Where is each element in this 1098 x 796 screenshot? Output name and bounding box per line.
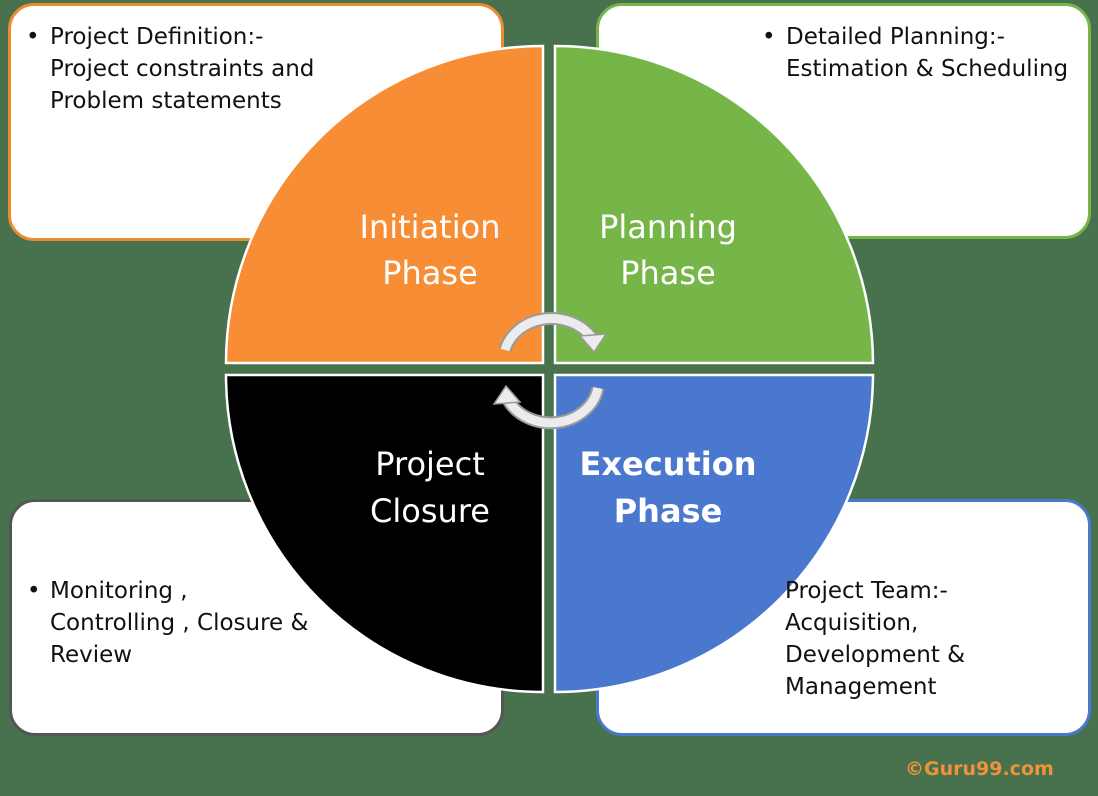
initiation-phase-line1: Initiation xyxy=(360,208,501,246)
closure-phase-line1: Project xyxy=(375,445,484,483)
execution-quadrant xyxy=(553,373,875,694)
planning-quadrant xyxy=(553,44,875,365)
planning-detail-text: Detailed Planning:- Estimation & Schedul… xyxy=(786,24,1069,82)
closure-detail-text: Monitoring , Controlling , Closure & Rev… xyxy=(50,578,309,668)
initiation-detail-text: Project Definition:- Project constraints… xyxy=(50,24,315,114)
planning-phase-line1: Planning xyxy=(599,208,737,246)
bullet-icon: • xyxy=(27,578,41,604)
initiation-phase-line2: Phase xyxy=(382,254,478,292)
planning-phase-line2: Phase xyxy=(620,254,716,292)
bullet-icon: • xyxy=(762,24,776,50)
cycle-arrow-bottom-icon xyxy=(492,384,605,430)
closure-phase-line2: Closure xyxy=(370,492,490,530)
initiation-quadrant xyxy=(224,44,545,365)
cycle-arrow-top-icon xyxy=(498,312,608,354)
guru99-watermark: ©Guru99.com xyxy=(905,758,1054,780)
execution-detail-text: Project Team:- Acquisition, Development … xyxy=(785,578,966,700)
bullet-icon: • xyxy=(26,24,40,50)
execution-phase-line2: Phase xyxy=(614,492,723,530)
execution-phase-line1: Execution xyxy=(580,445,757,483)
closure-quadrant xyxy=(224,373,545,694)
